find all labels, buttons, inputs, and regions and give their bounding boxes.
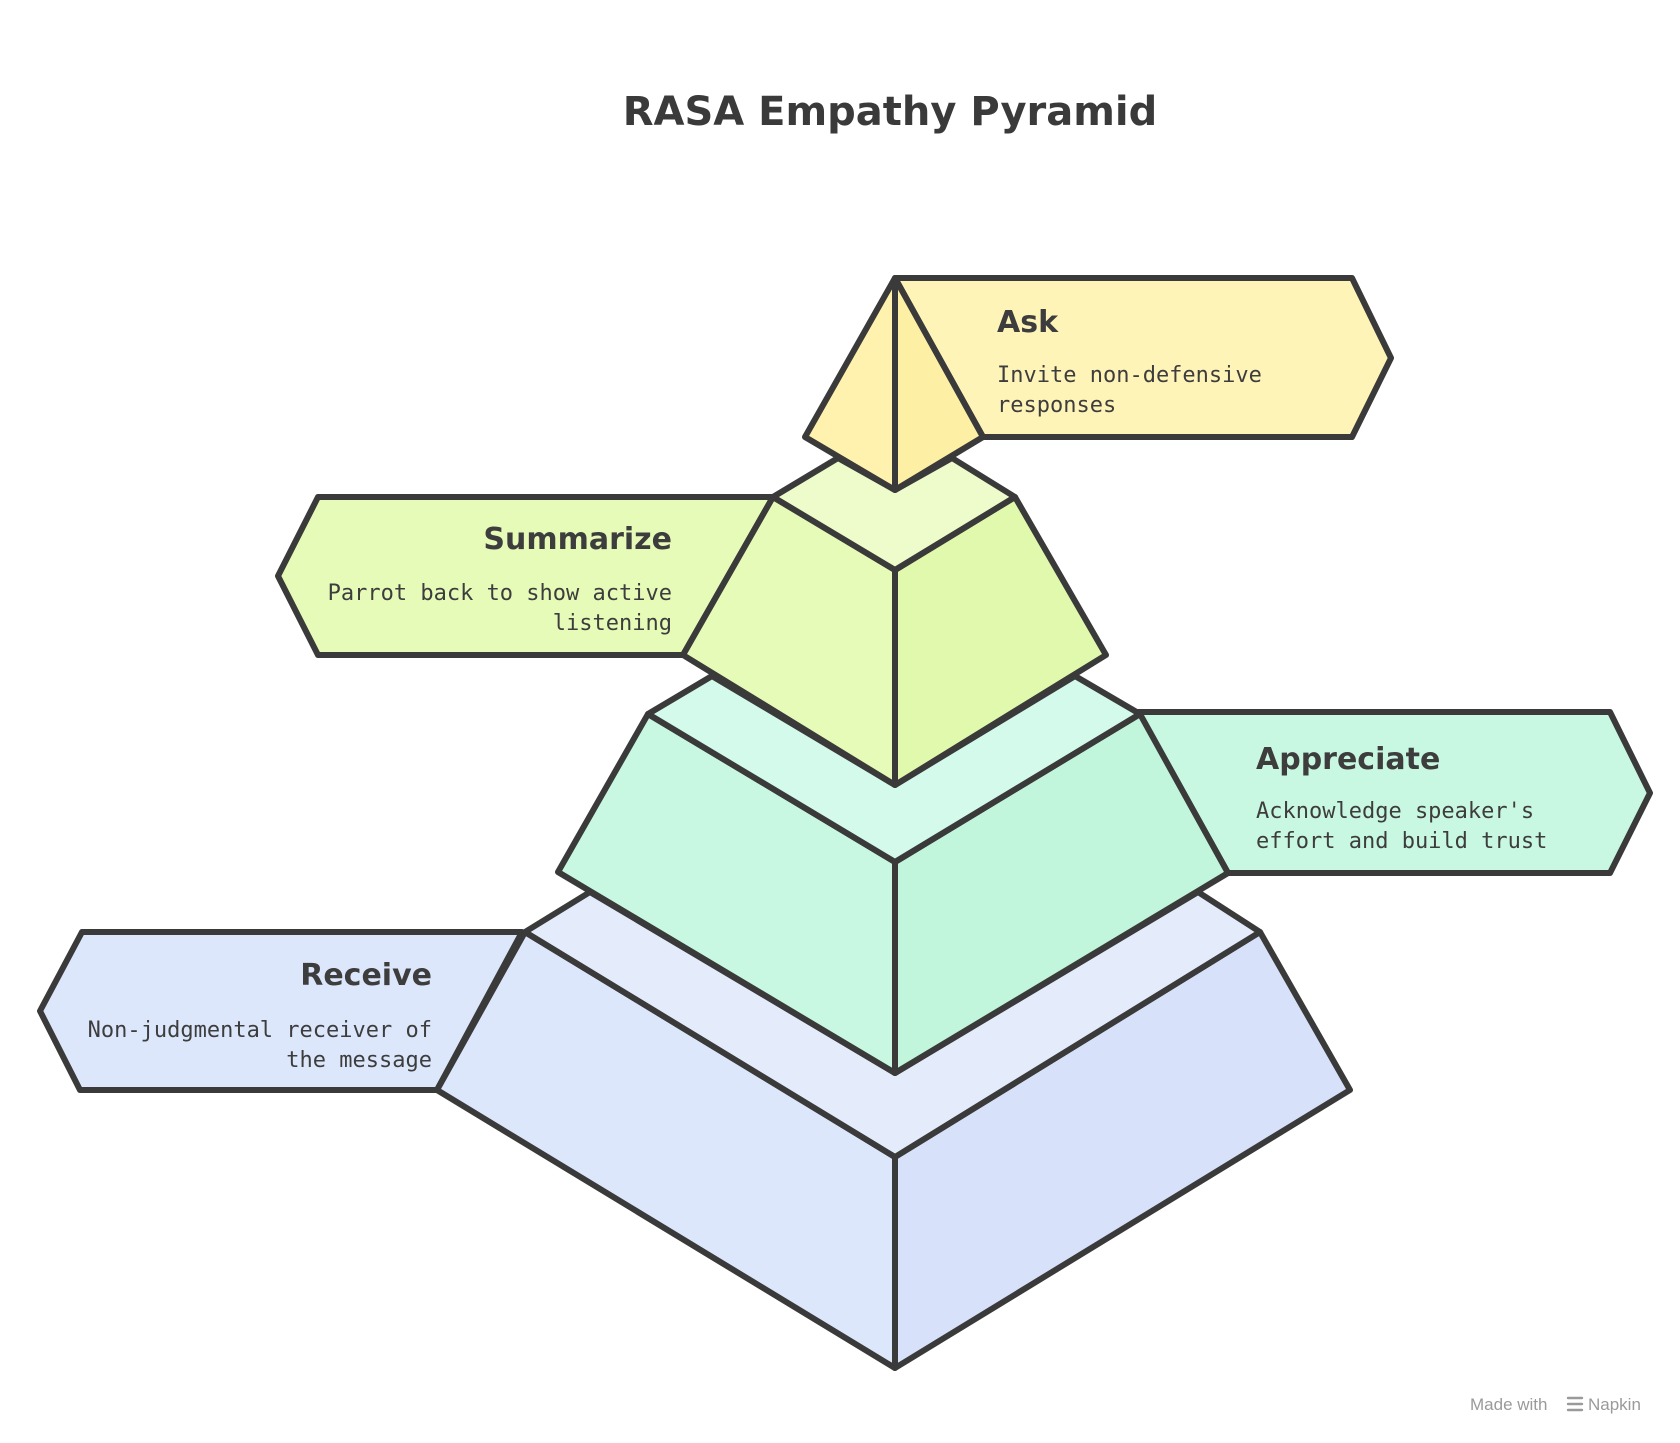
receive-desc-line-2: the message: [286, 1048, 432, 1073]
footer-brand: Napkin: [1588, 1395, 1641, 1414]
tier-receive: Receive Non-judgmental receiver of the m…: [37, 889, 1353, 1371]
summarize-title: Summarize: [483, 522, 672, 557]
summarize-desc-line-2: listening: [553, 611, 672, 636]
receive-label-box: [37, 929, 525, 1093]
ask-face-right: [892, 275, 986, 493]
summarize-label-box: [275, 494, 776, 658]
ask-face-left: [802, 275, 898, 493]
ask-desc-line-2: responses: [997, 393, 1116, 418]
ask-desc-line-1: Invite non-defensive: [997, 363, 1262, 388]
footer-napkin[interactable]: Made with Napkin: [1470, 1395, 1641, 1414]
appreciate-title: Appreciate: [1256, 742, 1440, 777]
footer-made-with: Made with: [1470, 1395, 1547, 1414]
receive-title: Receive: [300, 958, 432, 993]
tier-summarize: Summarize Parrot back to show active lis…: [275, 455, 1109, 788]
diagram-title: RASA Empathy Pyramid: [623, 89, 1158, 135]
appreciate-desc-line-2: effort and build trust: [1256, 829, 1547, 854]
summarize-desc-line-1: Parrot back to show active: [328, 581, 672, 606]
appreciate-desc-line-1: Acknowledge speaker's: [1256, 799, 1534, 824]
receive-desc-line-1: Non-judgmental receiver of: [88, 1018, 432, 1043]
tier-ask: Ask Invite non-defensive responses: [802, 275, 1394, 493]
ask-title: Ask: [997, 305, 1059, 340]
tier-appreciate: Appreciate Acknowledge speaker's effort …: [555, 673, 1653, 1076]
napkin-logo-icon: [1566, 1396, 1584, 1412]
